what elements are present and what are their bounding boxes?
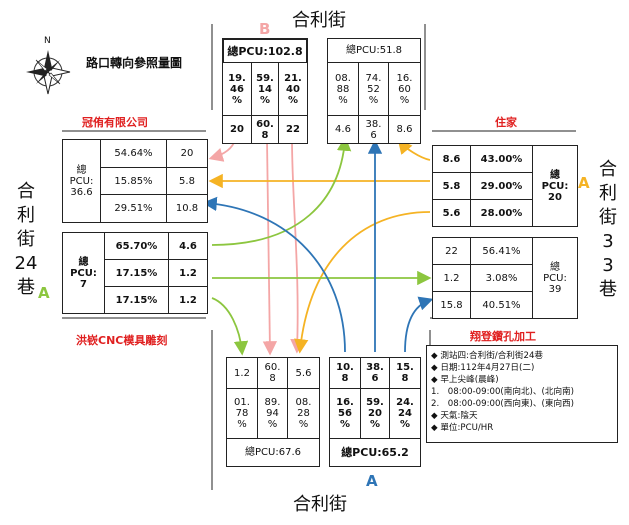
south-outbound-total: 總PCU:67.6 <box>227 438 319 466</box>
west-outbound-pcu-1: 20 <box>180 148 194 159</box>
west-outbound-total: 總 PCU: 36.6 <box>63 140 101 222</box>
arrow-south-to-west <box>202 196 346 353</box>
north-outbound-pcu-2: 38. 6 <box>358 115 389 143</box>
compass-north-label: N <box>44 36 51 46</box>
west-outbound-pcu-3: 10.8 <box>167 194 207 222</box>
place-bottom-right: 翔登鑽孔加工 <box>470 330 536 343</box>
south-outbound-pcu-3: 5.6 <box>295 367 312 379</box>
place-bottom-left: 洪嵚CNC模具雕刻 <box>76 334 168 347</box>
east-outbound-total: 總 PCU: 39 <box>543 261 567 295</box>
arrow-north-to-east <box>290 139 305 354</box>
note-line: ◆ 單位:PCU/HR <box>431 423 494 433</box>
arrow-west-to-south <box>211 297 249 356</box>
arrow-east-to-north <box>397 139 431 161</box>
north-inbound-pct-right: 21. 40 % <box>284 72 302 106</box>
west-outbound-pct-1: 54.64% <box>101 140 167 167</box>
north-outbound-pct-3: 16. 60 % <box>396 72 413 106</box>
east-outbound-pct-1: 56.41% <box>471 238 533 264</box>
east-inbound-pct-2: 29.00% <box>471 172 533 199</box>
west-outbound-pct-2: 15.85% <box>101 167 167 194</box>
south-outbound-table: 1.2 60. 8 5.6 01. 78 % 89. 94 % 08. 28 %… <box>226 357 320 467</box>
east-inbound-pcu-3: 5.6 <box>433 199 471 226</box>
arrow-north-to-south <box>262 139 278 356</box>
note-line: ◆ 測站四:合利街/合利街24巷 <box>431 351 544 361</box>
letter-south: A <box>366 472 378 490</box>
west-inbound-table: 總 PCU: 7 65.70% 4.6 17.15% 1.2 17.15% 1.… <box>62 232 208 314</box>
south-inbound-pct-right: 24. 24 % <box>390 388 420 438</box>
place-top-right: 住家 <box>495 116 517 129</box>
east-outbound-pct-3: 40.51% <box>471 291 533 318</box>
east-inbound-pct-3: 28.00% <box>471 199 533 226</box>
east-outbound-pcu-1: 22 <box>433 238 471 264</box>
street-bottom: 合利街 <box>293 494 347 515</box>
west-inbound-pcu-2: 1.2 <box>169 259 207 286</box>
arrow-west-to-north <box>211 136 352 246</box>
west-inbound-pcu-3: 1.2 <box>169 286 207 313</box>
north-outbound-table: 總PCU:51.8 08. 88 % 74. 52 % 16. 60 % 4.6… <box>327 38 421 144</box>
north-inbound-total: 總PCU:102.8 <box>223 39 307 63</box>
north-inbound-pct-straight: 59. 14 % <box>251 63 279 115</box>
north-inbound-pcu-straight: 60. 8 <box>251 115 279 143</box>
west-outbound-pcu-2: 5.8 <box>167 167 207 194</box>
east-inbound-pcu-1: 8.6 <box>433 146 471 172</box>
letter-east: A <box>578 174 590 192</box>
north-outbound-total: 總PCU:51.8 <box>328 39 420 63</box>
place-top-left: 冠侑有限公司 <box>82 116 148 129</box>
north-outbound-pcu-1: 4.6 <box>328 115 358 143</box>
arrow-south-to-east <box>404 296 434 353</box>
south-inbound-pcu-straight: 38. 6 <box>360 358 390 388</box>
south-inbound-pcu-right: 15. 8 <box>396 362 414 384</box>
north-outbound-pct-1: 08. 88 % <box>335 72 351 106</box>
east-outbound-pct-2: 3.08% <box>471 264 533 291</box>
west-inbound-total: 總 PCU: 7 <box>63 233 105 313</box>
note-line: 1. 08:00-09:00(南向北)、(北向南) <box>431 387 574 397</box>
south-outbound-pcu-2: 60. 8 <box>257 358 288 388</box>
east-outbound-pcu-3: 15.8 <box>433 291 471 318</box>
letter-north: B <box>259 20 271 38</box>
north-outbound-pcu-3: 8.6 <box>389 115 420 143</box>
south-inbound-pct-left: 16. 56 % <box>330 388 360 438</box>
west-outbound-table: 總 PCU: 36.6 54.64% 20 15.85% 5.8 29.51% … <box>62 139 208 223</box>
north-outbound-pct-2: 74. 52 % <box>358 63 389 115</box>
east-outbound-pcu-2: 1.2 <box>433 264 471 291</box>
north-inbound-table: 總PCU:102.8 19. 46 % 59. 14 % 21. 40 % 20… <box>222 38 308 144</box>
north-inbound-pcu-left: 20 <box>223 115 251 143</box>
west-inbound-pct-1: 65.70% <box>105 233 169 259</box>
west-inbound-pct-2: 17.15% <box>105 259 169 286</box>
diagram-title: 路口轉向參照量圖 <box>86 56 183 70</box>
note-line: 2. 08:00-09:00(西向東)、(東向西) <box>431 399 574 409</box>
south-inbound-table: 10. 8 38. 6 15. 8 16. 56 % 59. 20 % 24. … <box>329 357 421 467</box>
west-inbound-pct-3: 17.15% <box>105 286 169 313</box>
note-line: ◆ 日期:112年4月27日(二) <box>431 363 535 373</box>
south-outbound-pct-1: 01. 78 % <box>227 388 257 438</box>
survey-notes: ◆ 測站四:合利街/合利街24巷 ◆ 日期:112年4月27日(二) ◆ 早上尖… <box>426 345 618 443</box>
north-inbound-pcu-right: 22 <box>279 115 307 143</box>
east-inbound-total: 總 PCU: 20 <box>541 169 569 203</box>
note-line: ◆ 天氣:陰天 <box>431 411 478 421</box>
south-outbound-pcu-1: 1.2 <box>234 367 250 379</box>
east-inbound-table: 8.6 43.00% 5.8 29.00% 5.6 28.00% 總 PCU: … <box>432 145 578 227</box>
east-outbound-table: 22 56.41% 1.2 3.08% 15.8 40.51% 總 PCU: 3… <box>432 237 578 319</box>
south-inbound-pcu-left: 10. 8 <box>336 362 354 384</box>
south-inbound-pct-straight: 59. 20 % <box>360 388 390 438</box>
street-top: 合利街 <box>292 10 346 31</box>
west-inbound-pcu-1: 4.6 <box>179 240 197 252</box>
arrow-east-to-south <box>294 211 431 354</box>
east-inbound-pct-1: 43.00% <box>471 146 533 172</box>
west-outbound-pct-3: 29.51% <box>101 194 167 222</box>
south-inbound-total: 總PCU:65.2 <box>330 438 420 466</box>
note-line: ◆ 早上尖峰(晨峰) <box>431 375 499 385</box>
south-outbound-pct-2: 89. 94 % <box>257 388 288 438</box>
letter-west: A <box>38 284 50 302</box>
north-inbound-pct-left: 19. 46 % <box>228 72 246 106</box>
east-inbound-pcu-2: 5.8 <box>433 172 471 199</box>
south-outbound-pct-3: 08. 28 % <box>288 388 319 438</box>
